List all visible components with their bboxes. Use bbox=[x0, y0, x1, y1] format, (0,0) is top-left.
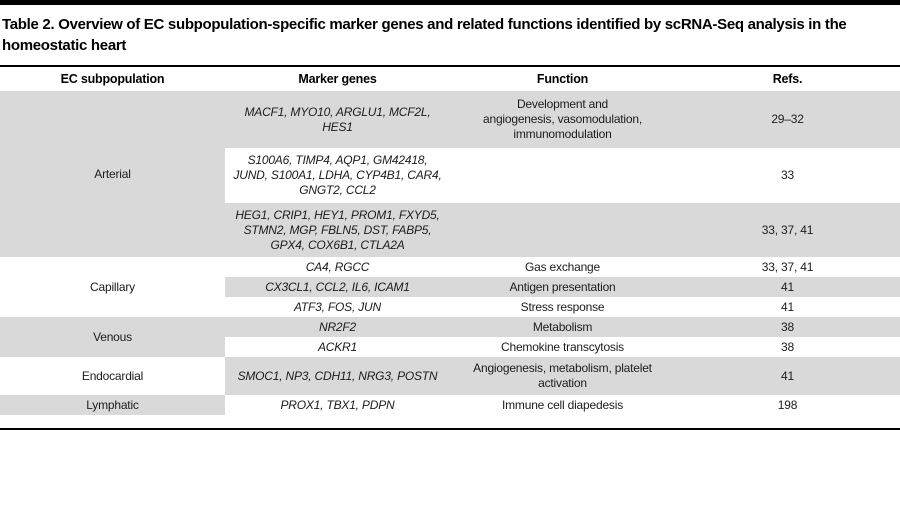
marker-genes-cell: ACKR1 bbox=[225, 337, 450, 357]
function-cell: Antigen presentation bbox=[450, 277, 675, 297]
function-cell: Gas exchange bbox=[450, 257, 675, 277]
table-row: Venous NR2F2 Metabolism 38 bbox=[0, 317, 900, 357]
function-cell bbox=[450, 148, 675, 203]
function-cell: Angiogenesis, metabolism, platelet activ… bbox=[450, 357, 675, 395]
marker-genes-cell: MACF1, MYO10, ARGLU1, MCF2L, HES1 bbox=[225, 91, 450, 148]
column-header-marker-genes: Marker genes bbox=[225, 67, 450, 91]
function-cell: Stress response bbox=[450, 297, 675, 317]
header-top-rule bbox=[0, 65, 900, 67]
refs-cell: 198 bbox=[675, 395, 900, 415]
function-cell: Development and angiogenesis, vasomodula… bbox=[450, 91, 675, 148]
column-header-ec-subpopulation: EC subpopulation bbox=[0, 67, 225, 91]
marker-genes-table: EC subpopulation Marker genes Function R… bbox=[0, 67, 900, 415]
table-row: CX3CL1, CCL2, IL6, ICAM1 Antigen present… bbox=[0, 277, 900, 297]
marker-genes-cell: PROX1, TBX1, PDPN bbox=[225, 395, 450, 415]
refs-cell: 29–32 bbox=[675, 91, 900, 148]
ec-subpopulation-cell-venous: Venous bbox=[0, 317, 225, 357]
refs-cell: 41 bbox=[675, 297, 900, 317]
table-row: Endocardial SMOC1, NP3, CDH11, NRG3, POS… bbox=[0, 357, 900, 395]
marker-genes-cell: HEG1, CRIP1, HEY1, PROM1, FXYD5, STMN2, … bbox=[225, 203, 450, 257]
refs-cell: 41 bbox=[675, 277, 900, 297]
top-border-bar bbox=[0, 0, 900, 5]
function-cell: Immune cell diapedesis bbox=[450, 395, 675, 415]
marker-genes-cell: SMOC1, NP3, CDH11, NRG3, POSTN bbox=[225, 357, 450, 395]
table-row: S100A6, TIMP4, AQP1, GM42418, JUND, S100… bbox=[0, 148, 900, 203]
table-row: Lymphatic PROX1, TBX1, PDPN Immune cell … bbox=[0, 395, 900, 415]
function-cell: Chemokine transcytosis bbox=[450, 337, 675, 357]
refs-cell: 38 bbox=[675, 317, 900, 337]
table-header-row: EC subpopulation Marker genes Function R… bbox=[0, 67, 900, 91]
marker-genes-cell: CX3CL1, CCL2, IL6, ICAM1 bbox=[225, 277, 450, 297]
refs-cell: 38 bbox=[675, 337, 900, 357]
ec-subpopulation-cell-lymphatic: Lymphatic bbox=[0, 395, 225, 415]
table-title: Table 2. Overview of EC subpopulation-sp… bbox=[2, 16, 847, 54]
function-cell bbox=[450, 203, 675, 257]
ec-subpopulation-cell-capillary: Capillary bbox=[0, 257, 225, 317]
column-header-function: Function bbox=[450, 67, 675, 91]
column-header-refs: Refs. bbox=[675, 67, 900, 91]
table-row: ACKR1 Chemokine transcytosis 38 bbox=[0, 337, 900, 357]
refs-cell: 33, 37, 41 bbox=[675, 203, 900, 257]
ec-subpopulation-cell-endocardial: Endocardial bbox=[0, 357, 225, 395]
marker-genes-cell: ATF3, FOS, JUN bbox=[225, 297, 450, 317]
refs-cell: 33 bbox=[675, 148, 900, 203]
marker-genes-cell: NR2F2 bbox=[225, 317, 450, 337]
refs-cell: 41 bbox=[675, 357, 900, 395]
function-cell: Metabolism bbox=[450, 317, 675, 337]
table-row: HEG1, CRIP1, HEY1, PROM1, FXYD5, STMN2, … bbox=[0, 203, 900, 257]
table-row: ATF3, FOS, JUN Stress response 41 bbox=[0, 297, 900, 317]
table-bottom-rule bbox=[0, 428, 900, 430]
marker-genes-cell: S100A6, TIMP4, AQP1, GM42418, JUND, S100… bbox=[225, 148, 450, 203]
table-row: Capillary CA4, RGCC Gas exchange 33, 37,… bbox=[0, 257, 900, 317]
ec-subpopulation-cell-arterial: Arterial bbox=[0, 91, 225, 257]
marker-genes-cell: CA4, RGCC bbox=[225, 257, 450, 277]
table-row: Arterial MACF1, MYO10, ARGLU1, MCF2L, HE… bbox=[0, 91, 900, 257]
refs-cell: 33, 37, 41 bbox=[675, 257, 900, 277]
